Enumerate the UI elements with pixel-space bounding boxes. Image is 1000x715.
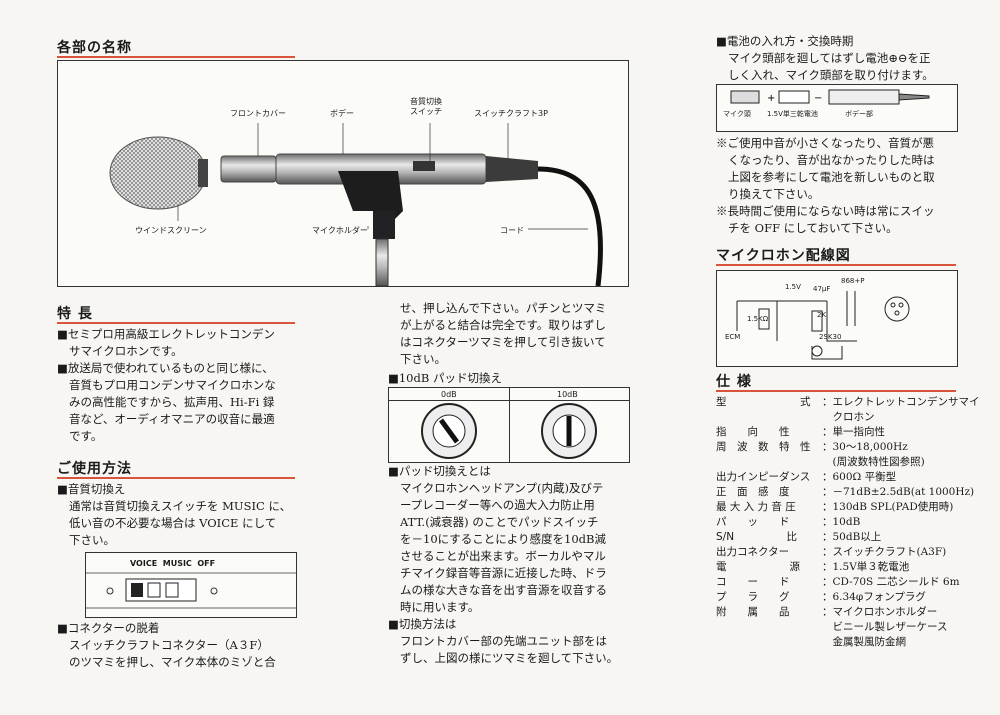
spec-key: 最 大 入 力 音 圧 <box>716 501 796 513</box>
spec-value: 30～18,000Hz(周波数特性図参照) <box>832 441 925 468</box>
spec-row: 附 属 品：マイクロホンホルダービニール製レザーケース金属製風防金網 <box>716 605 980 650</box>
battery-illustration: + − <box>730 89 930 105</box>
spec-row: 最 大 入 力 音 圧：130dB SPL(PAD使用時) <box>716 500 980 515</box>
spec-row: 電 源：1.5V単３乾電池 <box>716 560 980 575</box>
spec-key: 電 源 <box>716 561 800 573</box>
svg-text:+: + <box>767 93 775 104</box>
svg-text:−: − <box>814 93 822 104</box>
pad-title: ■10dB パッド切換え <box>388 371 502 385</box>
label-holder: マイクホルダー <box>312 226 368 235</box>
section-heading-names: 各部の名称 <box>57 40 132 56</box>
spec-row: S/N 比：50dB以上 <box>716 530 980 545</box>
spec-key: 附 属 品 <box>716 606 790 618</box>
heading-rule <box>716 264 956 266</box>
label-cord: コード <box>500 226 524 235</box>
switch-positions-label: VOICE MUSIC OFF <box>130 559 216 568</box>
spec-row: 正 面 感 度：－71dB±2.5dB(at 1000Hz) <box>716 485 980 500</box>
spec-value: マイクロホンホルダービニール製レザーケース金属製風防金網 <box>832 606 948 648</box>
spec-key: S/N 比 <box>716 531 798 543</box>
specs-table: 型 式：エレクトレットコンデンサマイクロホン指 向 性：単一指向性周 波 数 特… <box>716 395 980 650</box>
spec-key: 型 式 <box>716 396 811 408</box>
spec-row: 出力コネクター：スイッチクラフト(A3F) <box>716 545 980 560</box>
pad-label-0db: 0dB <box>441 390 457 399</box>
spec-value: 130dB SPL(PAD使用時) <box>832 501 954 513</box>
pad-explain-text: ■パッド切換えとは マイクロホンヘッドアンプ(内蔵)及びテ ープレコーダー等への… <box>388 464 619 665</box>
spec-value: 600Ω 平衡型 <box>832 471 897 483</box>
heading-rule <box>57 322 295 324</box>
label-windscreen: ウインドスクリーン <box>135 226 207 235</box>
battery-notes: ※ご使用中音が小さくなったり、音質が悪 くなったり、音が出なかったりした時は 上… <box>716 136 935 235</box>
spec-value: 10dB <box>832 516 861 528</box>
spec-key: プ ラ グ <box>716 591 790 603</box>
spec-row: 周 波 数 特 性：30～18,000Hz(周波数特性図参照) <box>716 440 980 470</box>
battery-label-head: マイク頭 <box>723 110 751 118</box>
features-list: ■セミプロ用高級エレクトレットコンデン サマイクロホンです。 ■放送局で使われて… <box>57 326 276 445</box>
spec-value: 6.34φフォンプラグ <box>832 591 926 603</box>
spec-key: 出力インピーダンス <box>716 471 811 483</box>
feature-item: ■セミプロ用高級エレクトレットコンデン サマイクロホンです。 <box>57 327 275 358</box>
spec-value: 50dB以上 <box>832 531 882 543</box>
pad-diagram: 0dB 10dB <box>388 387 630 463</box>
switch-illustration <box>86 572 296 609</box>
battery-text: ■電池の入れ方・交換時期 マイク頭部を廻してはずし電池⊕⊖を正 しく入れ、マイク… <box>716 34 934 82</box>
battery-label-cell: 1.5V単三乾電池 <box>767 110 818 118</box>
spec-key: コ ー ド <box>716 576 790 588</box>
spec-key: 周 波 数 特 性 <box>716 441 811 453</box>
microphone-illustration <box>109 123 603 286</box>
section-heading-usage: ご使用方法 <box>57 461 132 477</box>
spec-key: 出力コネクター <box>716 546 790 558</box>
spec-row: コ ー ド：CD-70S 二芯シールド 6m <box>716 575 980 590</box>
usage-connector-text: ■コネクターの脱着 スイッチクラフトコネクター（A３F） のツマミを押し、マイク… <box>57 621 276 669</box>
section-heading-wiring: マイクロホン配線図 <box>716 248 851 264</box>
feature-item: ■放送局で使われているものと同じ様に、 音質もプロ用コンデンサマイクロホンな み… <box>57 361 276 443</box>
wiring-schematic <box>736 291 910 360</box>
spec-row: 型 式：エレクトレットコンデンサマイクロホン <box>716 396 980 423</box>
spec-row: パ ッ ド：10dB <box>716 515 980 530</box>
spec-row: プ ラ グ：6.34φフォンプラグ <box>716 590 980 605</box>
label-tone-switch: 音質切換 スイッチ <box>410 97 442 116</box>
battery-diagram: + − マイク頭 1.5V単三乾電池 ボデー部 <box>716 84 958 132</box>
label-front-cover: フロントカバー <box>230 109 286 118</box>
pad-knob-illustration <box>421 403 597 459</box>
spec-value: エレクトレットコンデンサマイクロホン <box>832 396 980 423</box>
heading-rule <box>57 477 295 479</box>
wiring-diagram: 1.5V 47μF 2SK30 868+P 1.5KΩ 2K ECM <box>716 270 958 367</box>
label-body: ボデー <box>330 109 354 118</box>
spec-value: 1.5V単３乾電池 <box>832 561 910 573</box>
spec-key: パ ッ ド <box>716 516 790 528</box>
switch-diagram: VOICE MUSIC OFF <box>85 552 297 618</box>
spec-value: 単一指向性 <box>832 426 886 438</box>
pad-label-10db: 10dB <box>557 390 578 399</box>
spec-row: 指 向 性：単一指向性 <box>716 425 980 440</box>
usage-tone-text: ■音質切換え 通常は音質切換えスイッチを MUSIC に、 低い音の不必要な場合… <box>57 482 292 547</box>
section-heading-specs: 仕 様 <box>716 374 752 390</box>
microphone-diagram: フロントカバー ボデー 音質切換 スイッチ スイッチクラフト3P ウインドスクリ… <box>57 60 629 287</box>
spec-value: －71dB±2.5dB(at 1000Hz) <box>832 486 975 498</box>
connector-continued-text: せ、押し込んで下さい。パチンとツマミ が上がると結合は完全です。取りはずし はコ… <box>400 301 607 366</box>
battery-label-body: ボデー部 <box>845 110 873 118</box>
spec-key: 正 面 感 度 <box>716 486 790 498</box>
spec-value: スイッチクラフト(A3F) <box>832 546 947 558</box>
heading-rule <box>57 56 295 58</box>
spec-row: 出力インピーダンス：600Ω 平衡型 <box>716 470 980 485</box>
spec-key: 指 向 性 <box>716 426 790 438</box>
section-heading-features: 特 長 <box>57 306 93 322</box>
heading-rule <box>716 390 956 392</box>
spec-value: CD-70S 二芯シールド 6m <box>832 576 960 588</box>
label-connector: スイッチクラフト3P <box>474 109 548 118</box>
